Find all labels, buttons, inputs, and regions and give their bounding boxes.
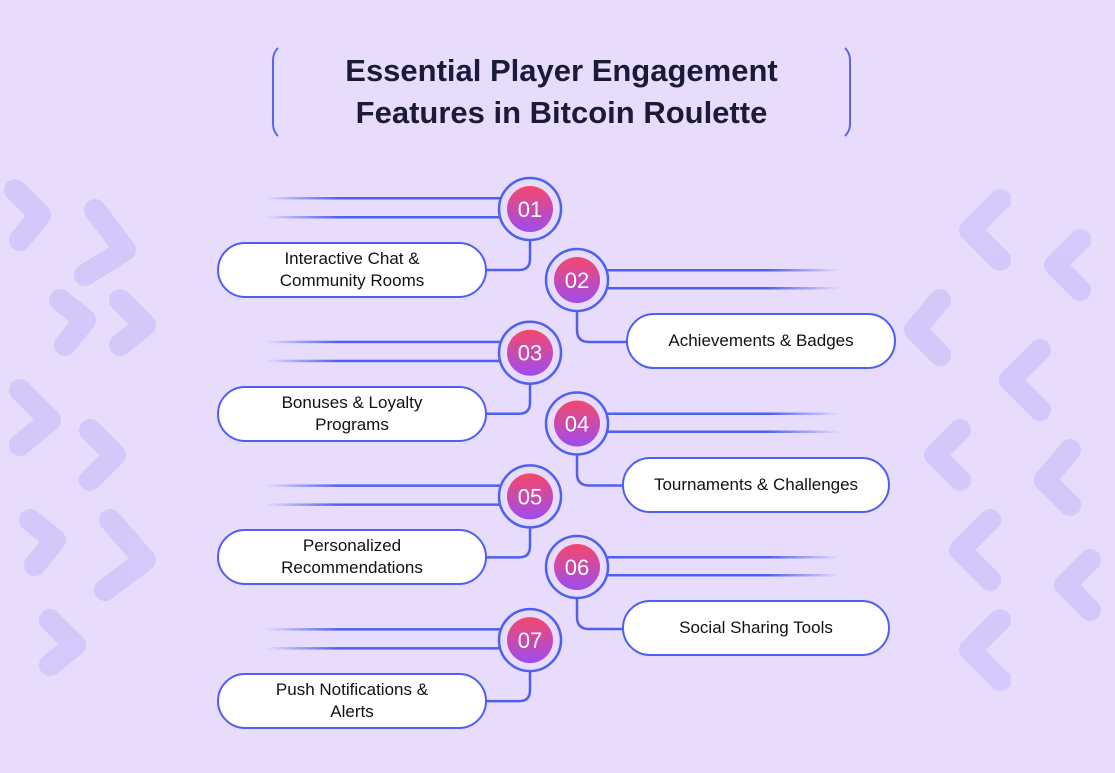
pill-connector xyxy=(486,527,532,559)
item-number: 04 xyxy=(565,412,589,437)
pill-connector xyxy=(486,383,532,415)
pill-connector xyxy=(575,598,623,631)
pill-connector xyxy=(575,311,627,344)
feature-pill: Tournaments & Challenges xyxy=(622,456,890,513)
connector-line xyxy=(265,216,510,219)
feature-pill: Social Sharing Tools xyxy=(622,600,890,656)
number-badge xyxy=(554,544,600,590)
feature-label: Bonuses & Loyalty Programs xyxy=(281,392,423,434)
connector-line xyxy=(265,647,510,650)
connector-line xyxy=(265,340,510,344)
number-badge xyxy=(507,329,553,376)
feature-label: Interactive Chat & Community Rooms xyxy=(279,249,425,290)
connector-line xyxy=(597,574,840,577)
feature-pill: Interactive Chat & Community Rooms xyxy=(217,242,487,298)
page-title: Essential Player Engagement Features in … xyxy=(345,53,778,130)
connector-line xyxy=(597,556,840,559)
pill-connector xyxy=(486,671,532,703)
feature-label: Personalized Recommendations xyxy=(281,536,423,578)
connector-line xyxy=(265,484,510,487)
feature-pill: Personalized Recommendations xyxy=(217,529,487,586)
connector-line xyxy=(597,430,840,433)
item-number: 05 xyxy=(518,484,542,509)
connector-line xyxy=(597,412,840,415)
feature-pill: Bonuses & Loyalty Programs xyxy=(217,385,487,442)
pill-connector xyxy=(575,454,623,487)
feature-label: Tournaments & Challenges xyxy=(653,474,859,494)
number-badge xyxy=(554,400,600,447)
number-badge xyxy=(554,257,600,303)
connector-line xyxy=(265,503,510,506)
number-badge xyxy=(507,473,553,520)
connector-line xyxy=(265,359,510,363)
item-number: 06 xyxy=(565,555,589,580)
feature-label: Push Notifications & Alerts xyxy=(275,680,429,722)
connector-line xyxy=(265,197,510,200)
feature-label: Social Sharing Tools xyxy=(679,618,833,637)
connector-line xyxy=(597,287,840,290)
item-number: 01 xyxy=(518,197,542,222)
connector-line xyxy=(265,628,510,631)
number-badge xyxy=(507,617,553,664)
title-box: Essential Player Engagement Features in … xyxy=(272,42,851,142)
connector-line xyxy=(597,269,840,272)
number-badge xyxy=(507,186,553,232)
feature-pill: Achievements & Badges xyxy=(626,313,896,369)
pill-connector xyxy=(486,240,532,272)
item-number: 02 xyxy=(565,268,589,293)
feature-pill: Push Notifications & Alerts xyxy=(217,673,487,730)
item-number: 07 xyxy=(518,628,542,653)
item-number: 03 xyxy=(518,341,542,366)
feature-label: Achievements & Badges xyxy=(668,331,854,350)
